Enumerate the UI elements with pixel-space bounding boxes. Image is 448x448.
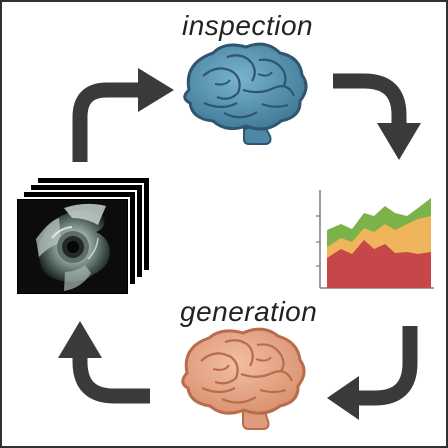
arrow-bottom-left — [58, 321, 150, 404]
generation-brain-icon — [181, 327, 306, 430]
stacked-area-chart-icon — [316, 190, 434, 289]
inspection-brain-icon — [183, 42, 308, 145]
generation-label: generation — [180, 296, 318, 327]
image-stack-icon — [15, 176, 151, 296]
arrow-top-right — [333, 73, 421, 160]
arrow-bottom-right — [327, 326, 418, 420]
inspection-label: inspection — [182, 10, 314, 41]
mechanical-part-image — [18, 200, 127, 293]
arrow-top-left — [72, 68, 174, 162]
